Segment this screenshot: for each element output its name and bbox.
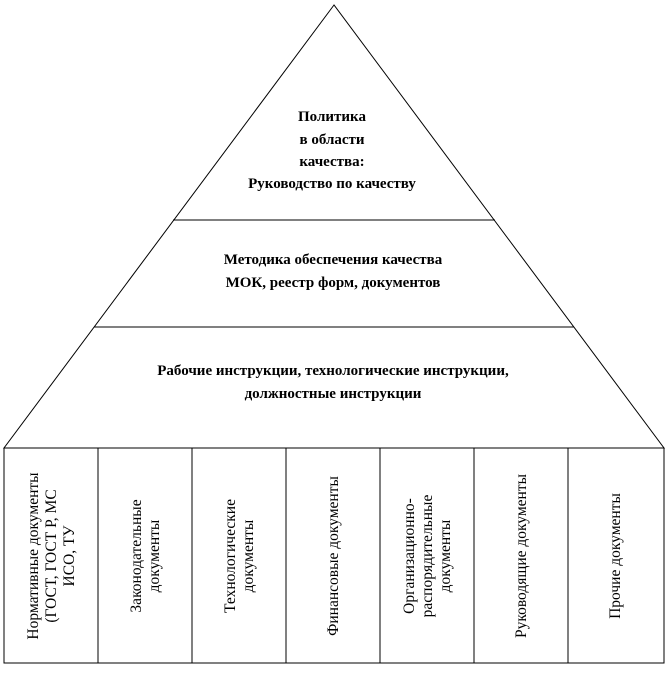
- column-guiding-line-1: Руководящие документы: [513, 473, 530, 638]
- tier-policy-line-3: качества:: [299, 154, 364, 170]
- column-normative-line-3: ИСО, ТУ: [61, 526, 78, 587]
- tier-instructions-line-2: должностные инструкции: [245, 386, 422, 402]
- tier-instructions-line-1: Рабочие инструкции, технологические инст…: [157, 363, 509, 379]
- pyramid-outline: [3, 4, 665, 449]
- column-technological-documents: Технологические документы: [222, 499, 257, 613]
- column-financial-documents: Финансовые документы: [325, 476, 342, 636]
- column-technological-line-2: документы: [240, 519, 257, 592]
- tier-methodology: Методика обеспечения качества МОК, реест…: [224, 252, 443, 291]
- tier-methodology-line-1: Методика обеспечения качества: [224, 252, 443, 268]
- column-normative-line-2: (ГОСТ, ГОСТ Р, МС: [43, 489, 60, 622]
- column-normative-line-1: Нормативные документы: [25, 472, 42, 640]
- column-legislative-documents: Законодательные документы: [128, 499, 163, 612]
- base-box: [3, 447, 665, 664]
- column-other-line-1: Прочие документы: [607, 493, 624, 619]
- tier-methodology-line-2: МОК, реестр форм, документов: [226, 275, 441, 291]
- column-organizational-line-3: документы: [437, 519, 454, 592]
- column-guiding-documents: Руководящие документы: [513, 473, 530, 638]
- column-legislative-line-2: документы: [146, 519, 163, 592]
- column-normative-documents: Нормативные документы (ГОСТ, ГОСТ Р, МС …: [25, 472, 78, 640]
- tier-policy: Политика в области качества: Руководство…: [248, 109, 416, 192]
- column-other-documents: Прочие документы: [607, 493, 624, 619]
- tier-policy-line-2: в области: [299, 132, 364, 148]
- column-financial-line-1: Финансовые документы: [325, 476, 342, 636]
- tier-instructions: Рабочие инструкции, технологические инст…: [157, 363, 509, 402]
- column-organizational-line-1: Организационно-: [401, 498, 418, 614]
- column-organizational-line-2: распорядительные: [419, 495, 436, 618]
- column-technological-line-1: Технологические: [222, 499, 239, 613]
- column-organizational-documents: Организационно- распорядительные докумен…: [401, 495, 454, 618]
- tier-policy-line-1: Политика: [298, 109, 366, 125]
- column-legislative-line-1: Законодательные: [128, 499, 145, 612]
- tier-policy-line-4: Руководство по качеству: [248, 176, 416, 192]
